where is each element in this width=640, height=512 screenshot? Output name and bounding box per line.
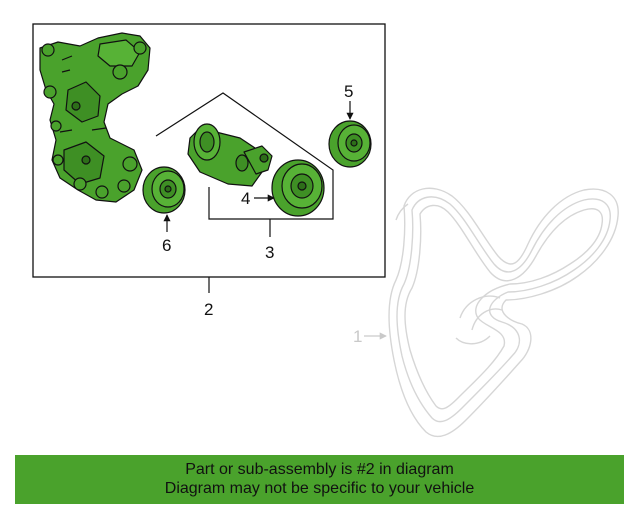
- banner-line-part-number: Part or sub-assembly is #2 in diagram: [185, 461, 454, 478]
- tensioner-subassembly-outline: [155, 92, 334, 220]
- idler-pulley-5: [328, 120, 372, 168]
- info-banner: Part or sub-assembly is #2 in diagram Di…: [15, 455, 624, 504]
- idler-pulley-6: [142, 166, 186, 214]
- mounting-bracket: [39, 32, 151, 203]
- idler-pulley-4: [271, 159, 325, 217]
- svg-text:6: 6: [162, 236, 171, 255]
- banner-line-disclaimer: Diagram may not be specific to your vehi…: [164, 480, 475, 497]
- svg-text:1: 1: [353, 327, 362, 346]
- callout-3: 3: [265, 219, 274, 262]
- svg-text:3: 3: [265, 243, 274, 262]
- svg-text:2: 2: [204, 300, 213, 319]
- serpentine-belt: [388, 187, 619, 438]
- callout-5: 5: [344, 82, 354, 120]
- svg-text:5: 5: [344, 82, 353, 101]
- parts-diagram: 1 2 3 4 5 6: [32, 23, 619, 438]
- callout-2: 2: [204, 277, 213, 319]
- callout-4: 4: [241, 189, 275, 208]
- callout-1: 1: [353, 327, 387, 346]
- callout-6: 6: [162, 214, 171, 255]
- tensioner-body: [187, 123, 273, 187]
- svg-text:4: 4: [241, 189, 250, 208]
